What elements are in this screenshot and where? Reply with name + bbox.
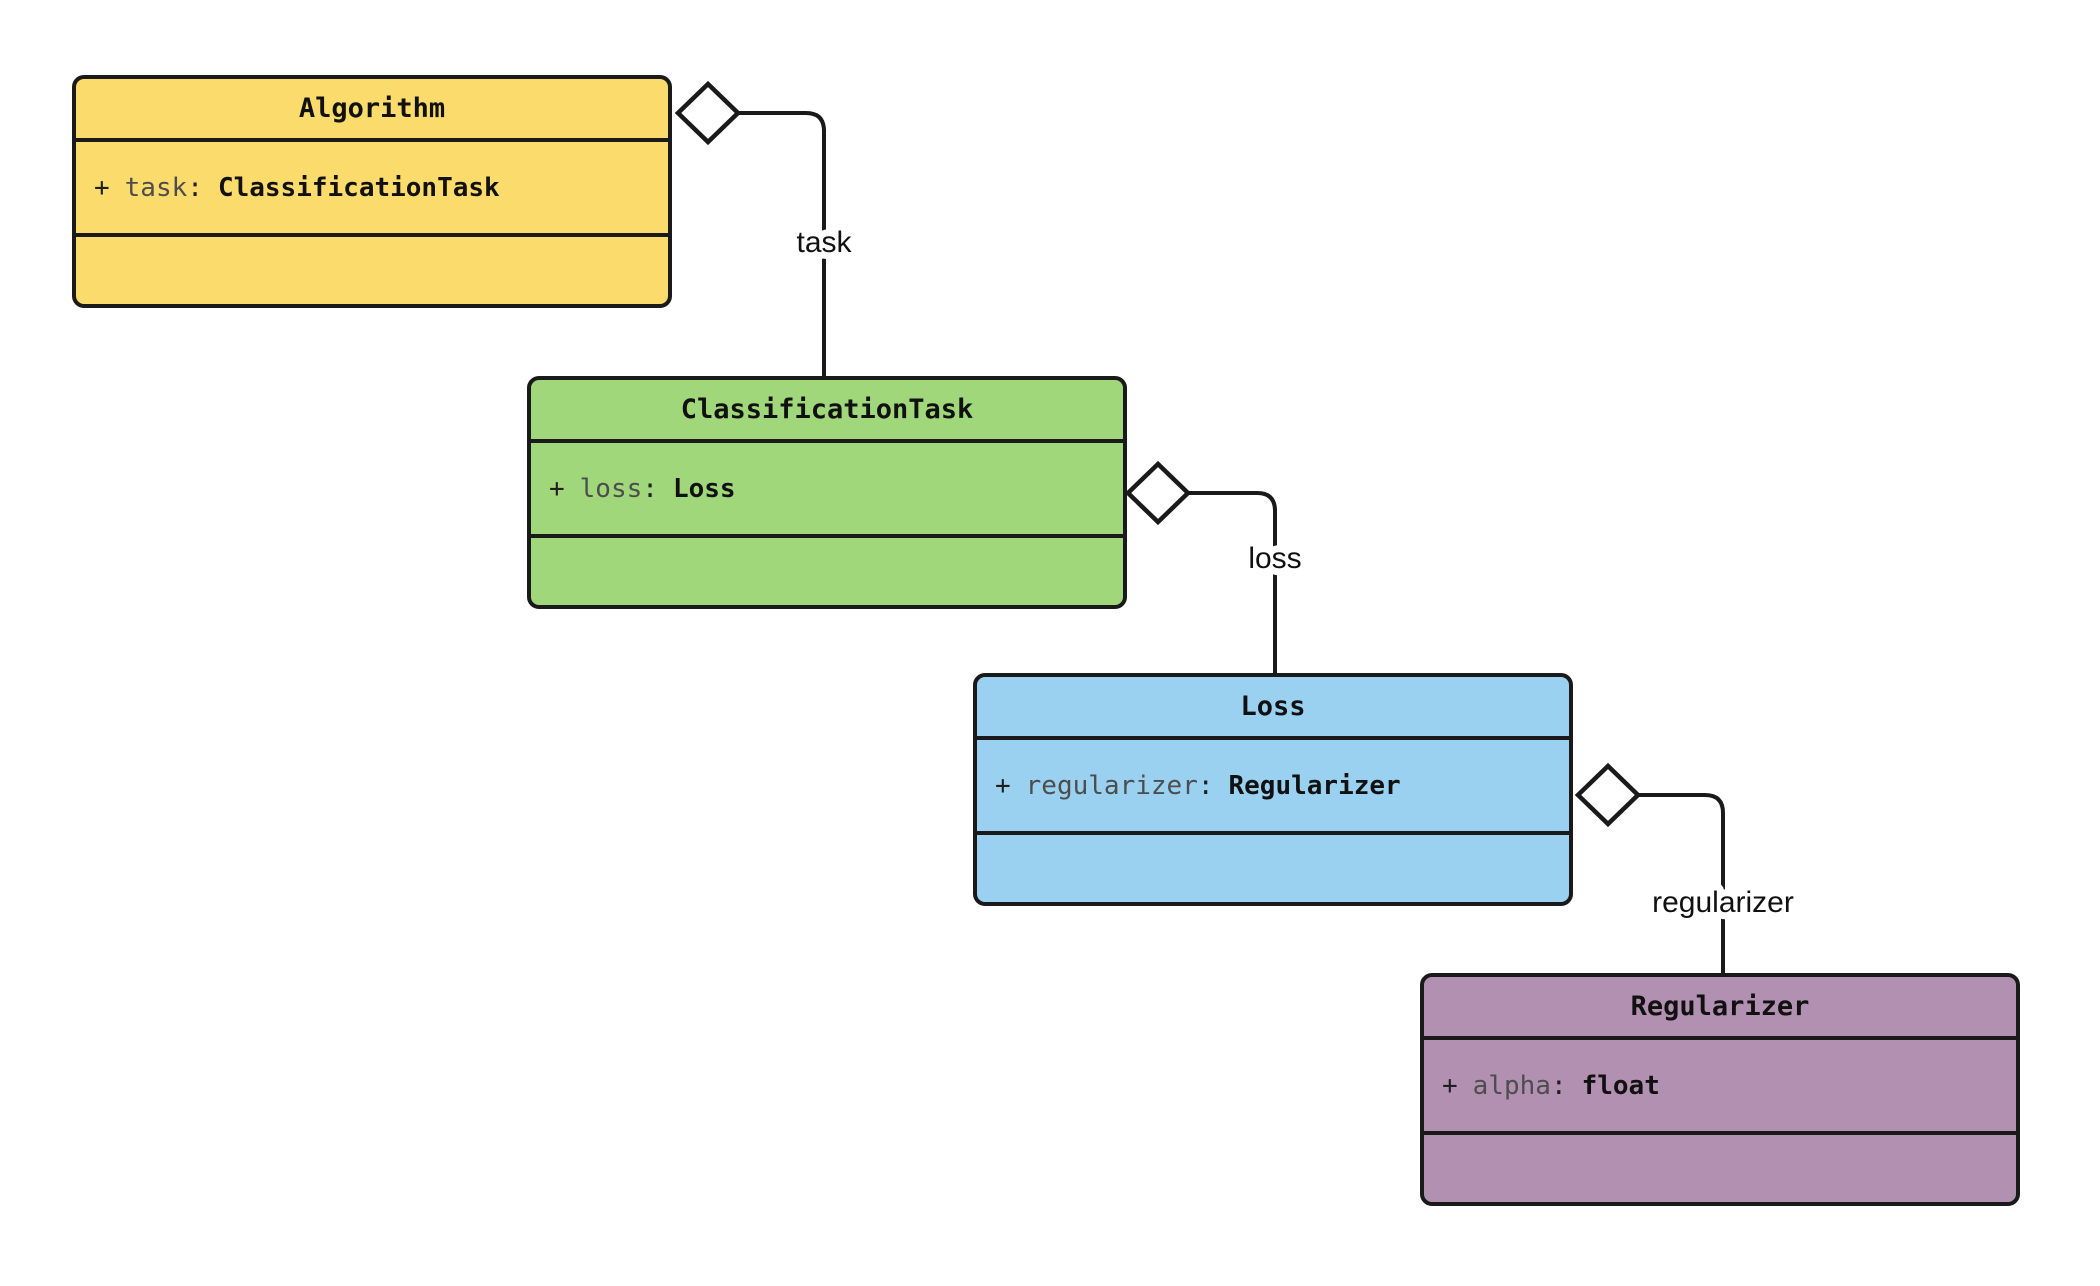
visibility-symbol: + <box>549 473 565 504</box>
edge-line-loss <box>1188 491 1277 674</box>
class-title: Loss <box>977 677 1569 740</box>
attribute-colon: : <box>642 473 658 504</box>
edge-label-loss: loss <box>1248 542 1301 575</box>
aggregation-edge-task: task <box>674 80 860 377</box>
attributes-compartment: + loss: Loss <box>531 443 1123 538</box>
edge-line-regularizer <box>1638 793 1725 974</box>
aggregation-diamond-icon <box>1124 460 1192 526</box>
methods-compartment <box>1424 1135 2016 1202</box>
class-box-regularizer: Regularizer + alpha: float <box>1420 973 2020 1206</box>
attribute-colon: : <box>1197 770 1214 801</box>
aggregation-diamond-icon <box>1574 762 1642 828</box>
class-box-classificationtask: ClassificationTask + loss: Loss <box>527 376 1127 609</box>
methods-compartment <box>977 835 1569 902</box>
edge-label-regularizer: regularizer <box>1652 886 1794 919</box>
class-title: Regularizer <box>1424 977 2016 1040</box>
edge-line-task <box>738 111 826 377</box>
edge-label-task: task <box>796 226 852 259</box>
aggregation-edge-loss: loss <box>1124 460 1309 674</box>
attribute-colon: : <box>187 172 203 203</box>
methods-compartment <box>531 538 1123 605</box>
methods-compartment <box>76 237 668 304</box>
visibility-symbol: + <box>1442 1070 1458 1101</box>
attributes-compartment: + regularizer: Regularizer <box>977 740 1569 835</box>
aggregation-edge-regularizer: regularizer <box>1574 762 1801 974</box>
attribute-colon: : <box>1550 1070 1567 1101</box>
visibility-symbol: + <box>94 172 110 203</box>
attribute-name: regularizer <box>1025 770 1198 801</box>
attribute-type: ClassificationTask <box>217 172 500 203</box>
attribute-name: task <box>124 172 188 203</box>
class-box-algorithm: Algorithm + task: ClassificationTask <box>72 75 672 308</box>
class-title: ClassificationTask <box>531 380 1123 443</box>
class-title: Algorithm <box>76 79 668 142</box>
attributes-compartment: + task: ClassificationTask <box>76 142 668 237</box>
attribute-type: Regularizer <box>1228 770 1401 801</box>
attribute-name: alpha <box>1472 1070 1551 1101</box>
attribute-type: Loss <box>672 473 736 504</box>
attributes-compartment: + alpha: float <box>1424 1040 2016 1135</box>
aggregation-diamond-icon <box>674 80 742 146</box>
class-box-loss: Loss + regularizer: Regularizer <box>973 673 1573 906</box>
visibility-symbol: + <box>995 770 1011 801</box>
attribute-type: float <box>1581 1070 1660 1101</box>
attribute-name: loss <box>579 473 643 504</box>
